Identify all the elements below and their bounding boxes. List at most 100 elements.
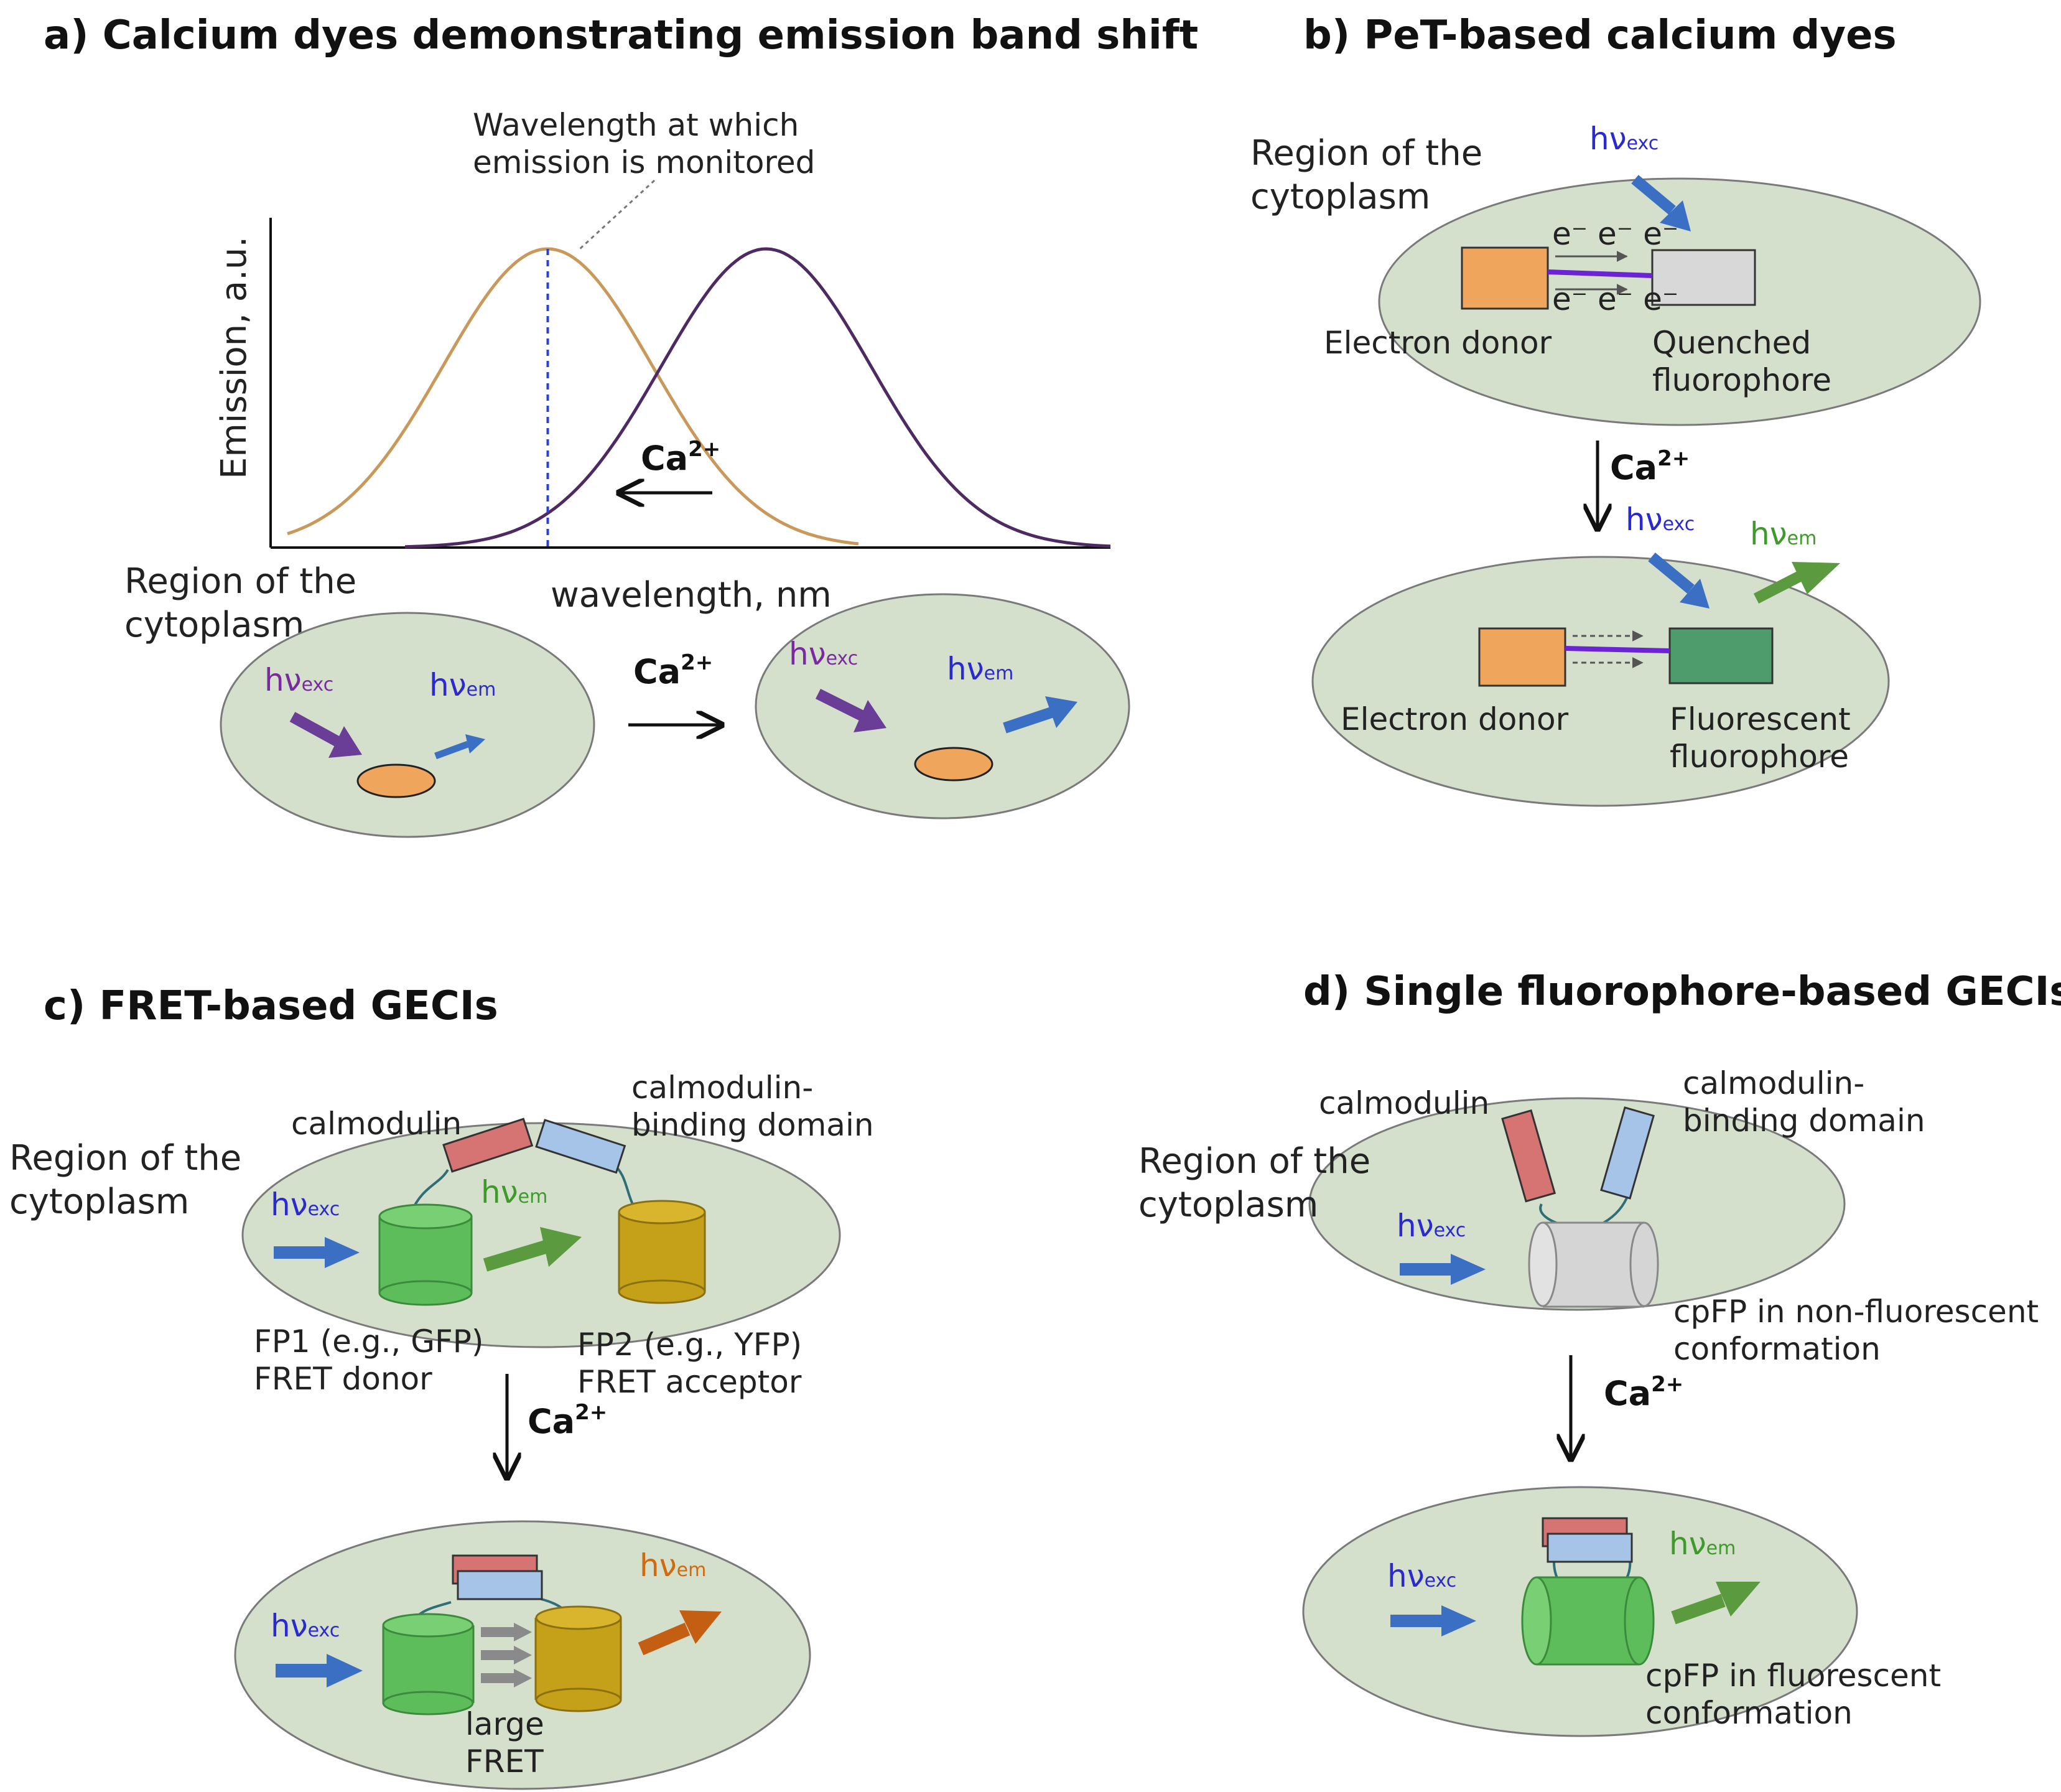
hv-exc-d-after: hνexc xyxy=(1387,1558,1456,1594)
emission-curve-free xyxy=(287,247,859,546)
cbd-label-d-line2: binding domain xyxy=(1683,1103,1925,1139)
ca-label-b: Ca2+ xyxy=(1610,446,1690,487)
emission-curve-shifted xyxy=(404,247,1111,549)
quenched-fluorophore-box xyxy=(1651,249,1756,306)
hv-exc-b-before: hνexc xyxy=(1589,121,1659,157)
hv-em-d-after: hνem xyxy=(1669,1526,1736,1562)
cbd-c-after xyxy=(457,1570,543,1600)
cytoplasm-b-after xyxy=(1311,556,1890,807)
emission-arrow-c-after xyxy=(638,1610,722,1656)
hv-em-b-after: hνem xyxy=(1750,516,1817,552)
hv-em-a-before: hνem xyxy=(429,667,496,703)
dye-molecule-after xyxy=(914,747,993,782)
hv-exc-b-after: hνexc xyxy=(1626,502,1695,538)
ca-label-d: Ca2+ xyxy=(1604,1372,1683,1413)
large-fret-line2: FRET xyxy=(465,1743,544,1780)
calmodulin-label-c: calmodulin xyxy=(291,1106,462,1142)
fp1-cylinder-before xyxy=(378,1203,473,1306)
excitation-arrow-d-after xyxy=(1390,1605,1476,1636)
cbd-label-c-line2: binding domain xyxy=(631,1107,874,1143)
cbd-d-before xyxy=(1600,1106,1655,1200)
region-label-c-line1: Region of the xyxy=(9,1138,241,1178)
fluorescent-fluorophore-box xyxy=(1668,627,1774,684)
hv-exc-a-before: hνexc xyxy=(264,662,333,698)
fluor-label-line1: cpFP in fluorescent xyxy=(1645,1658,1941,1694)
cytoplasm-a-before xyxy=(220,612,595,838)
emission-arrow-d-after xyxy=(1671,1582,1761,1625)
fluorescent-label-line2: fluorophore xyxy=(1670,739,1849,775)
hv-exc-c-after: hνexc xyxy=(271,1608,340,1644)
cbd-d-after xyxy=(1547,1533,1633,1563)
panel-c: c) FRET-based GECIs Region of the cytopl… xyxy=(9,983,874,1790)
large-fret-line1: large xyxy=(465,1706,544,1742)
electron-donor-box-after xyxy=(1478,627,1566,687)
fp2-cylinder-before xyxy=(618,1200,706,1304)
cytoplasm-d-before xyxy=(1308,1097,1846,1311)
annotation-line2: emission is monitored xyxy=(473,144,815,180)
cbd-c-before xyxy=(535,1119,626,1174)
emission-arrow-a-after xyxy=(1003,696,1077,734)
linker-b-before xyxy=(1547,269,1653,278)
excitation-arrow-a-after xyxy=(815,688,886,732)
fp2-label-line2: FRET acceptor xyxy=(577,1364,802,1400)
cytoplasm-a-after xyxy=(755,593,1130,819)
region-label-c-line2: cytoplasm xyxy=(9,1182,189,1222)
annotation-leader-line xyxy=(579,179,656,250)
quenched-label-line1: Quenched xyxy=(1652,325,1811,361)
calmodulin-label-d: calmodulin xyxy=(1319,1085,1489,1121)
calmodulin-d-before xyxy=(1501,1109,1556,1203)
cpfp-cylinder-fluorescent xyxy=(1521,1576,1655,1666)
panel-a: a) Calcium dyes demonstrating emission b… xyxy=(44,12,1198,838)
emission-arrow-a-before xyxy=(434,734,485,760)
panel-d: d) Single fluorophore-based GECIs Region… xyxy=(1138,969,2061,1737)
electrons-bottom: e⁻ e⁻ e⁻ xyxy=(1552,281,1678,317)
region-label-d-line2: cytoplasm xyxy=(1138,1185,1318,1225)
linker-b-after xyxy=(1565,646,1670,653)
hv-em-c-after: hνem xyxy=(640,1547,706,1584)
nonfluor-label-line1: cpFP in non-fluorescent xyxy=(1673,1294,2039,1330)
fp1-label-line2: FRET donor xyxy=(254,1361,432,1397)
fluor-label-line2: conformation xyxy=(1645,1695,1853,1731)
hv-exc-a-after: hνexc xyxy=(789,636,858,672)
panel-b-title: b) PeT-based calcium dyes xyxy=(1303,12,1897,58)
excitation-arrow-b-before xyxy=(1631,175,1691,231)
hv-em-c-before: hνem xyxy=(481,1174,547,1210)
region-label-b-line2: cytoplasm xyxy=(1250,177,1430,217)
calmodulin-c-before xyxy=(442,1118,534,1173)
ca-label-c: Ca2+ xyxy=(528,1400,607,1441)
x-axis-label: wavelength, nm xyxy=(551,575,832,615)
cbd-label-d-line1: calmodulin- xyxy=(1683,1065,1864,1101)
cytoplasm-c-before xyxy=(241,1122,841,1348)
ca-label-chart: Ca2+ xyxy=(641,437,720,478)
electrons-top: e⁻ e⁻ e⁻ xyxy=(1552,216,1678,252)
fluorescent-label-line1: Fluorescent xyxy=(1670,701,1851,737)
region-label-a-line1: Region of the xyxy=(124,561,356,602)
cbd-label-c-line1: calmodulin- xyxy=(631,1070,813,1106)
excitation-arrow-b-after xyxy=(1648,553,1710,609)
region-label-b-line1: Region of the xyxy=(1250,133,1482,174)
electron-donor-label-before: Electron donor xyxy=(1324,325,1552,361)
nonfluor-label-line2: conformation xyxy=(1673,1331,1881,1367)
electron-donor-box-before xyxy=(1461,246,1549,310)
annotation-line1: Wavelength at which xyxy=(473,107,799,143)
panel-c-title: c) FRET-based GECIs xyxy=(44,983,498,1029)
hv-em-a-after: hνem xyxy=(947,651,1013,687)
hv-exc-c-before: hνexc xyxy=(271,1187,340,1223)
fp2-label-line1: FP2 (e.g., YFP) xyxy=(577,1327,802,1363)
excitation-arrow-c-after xyxy=(276,1654,363,1687)
emission-arrow-b-after xyxy=(1753,562,1840,604)
excitation-arrow-c-before xyxy=(274,1237,360,1268)
emission-arrow-c-before xyxy=(483,1227,582,1272)
fp1-cylinder-after xyxy=(382,1613,475,1715)
region-label-a-line2: cytoplasm xyxy=(124,605,304,645)
fp2-cylinder-after xyxy=(534,1605,622,1712)
electron-donor-label-after: Electron donor xyxy=(1341,701,1569,737)
excitation-arrow-a-before xyxy=(289,712,362,758)
quenched-label-line2: fluorophore xyxy=(1652,362,1831,398)
y-axis-label: Emission, a.u. xyxy=(214,236,254,479)
fp1-label-line1: FP1 (e.g., GFP) xyxy=(254,1323,483,1360)
fret-transfer-arrows xyxy=(481,1623,532,1687)
ca-label-a: Ca2+ xyxy=(633,650,713,691)
region-label-d-line1: Region of the xyxy=(1138,1141,1370,1182)
